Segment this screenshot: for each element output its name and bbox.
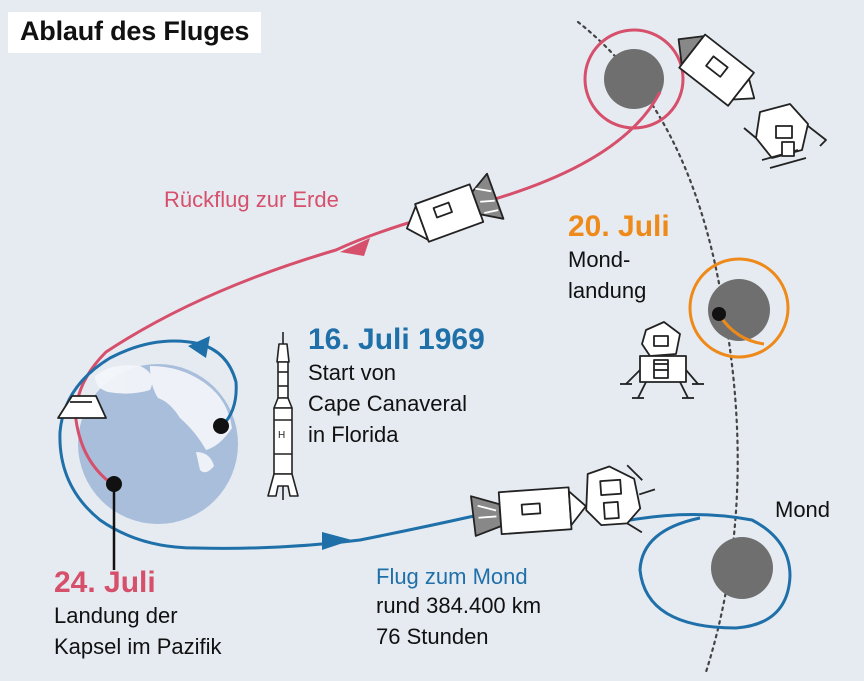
moon-label: Mond [775,497,831,522]
launch-line: in Florida [308,422,399,447]
landing-lunar-orbit [688,257,790,359]
outbound-arrow [322,532,352,550]
return-flight-label: Rückflug zur Erde [164,187,339,212]
earth-continents [95,365,232,473]
page-title: Ablauf des Fluges [8,12,262,53]
outbound-description: rund 384.400 km 76 Stunden [376,590,541,652]
splashdown-line: Kapsel im Pazifik [54,634,222,659]
launch-line: Cape Canaveral [308,391,467,416]
return-arrow [340,238,370,256]
splashdown-annotation: 24. Juli Landung der Kapsel im Pazifik [54,566,222,662]
saturn-v-rocket-icon: H [267,332,299,500]
splashdown-description: Landung der Kapsel im Pazifik [54,600,222,662]
lunar-module-landed-icon [620,321,704,399]
launch-description: Start von Cape Canaveral in Florida [308,357,485,450]
moon-landing-annotation: 20. Juli Mond- landung [568,210,670,306]
moon-bottom [711,537,773,599]
outbound-line: rund 384.400 km [376,593,542,618]
launch-date: 16. Juli 1969 [308,323,485,356]
outbound-flight-label: Flug zum Mond [376,564,528,589]
command-module-return-icon [405,172,505,243]
splashdown-date: 24. Juli [54,566,156,599]
launch-annotation: 16. Juli 1969 Start von Cape Canaveral i… [308,323,485,450]
outbound-line: 76 Stunden [376,624,489,649]
moon-landing-description: Mond- landung [568,244,670,306]
moon-middle [708,279,770,341]
moon-top [604,49,664,109]
launch-point [213,418,229,434]
moon-landing-line: landung [568,278,647,303]
launch-line: Start von [308,360,397,385]
moon-landing-line: Mond- [568,247,631,272]
return-route [74,91,662,486]
outbound-spacecraft-icon [470,464,656,537]
lunar-module-ascent-icon [743,103,827,169]
landing-point [712,307,726,321]
svg-text:H: H [278,430,285,441]
command-module-lunar-icon [677,33,756,107]
parking-orbit-arrow [188,336,210,358]
outbound-annotation: Flug zum Mond rund 384.400 km 76 Stunden [376,564,541,652]
reentry-capsule-icon [57,395,107,419]
splashdown-line: Landung der [54,603,178,628]
moon-landing-date: 20. Juli [568,210,670,243]
outbound-lunar-loop [619,513,792,630]
